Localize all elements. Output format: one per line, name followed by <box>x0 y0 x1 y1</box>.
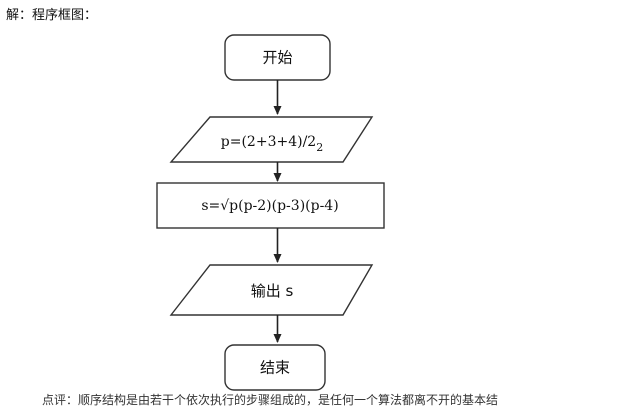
footer-note: 点评：顺序结构是由若干个依次执行的步骤组成的，是任何一个算法都离不开的基本结 <box>42 393 499 407</box>
input-node: p=(2+3+4)/22 <box>169 116 374 163</box>
end-node: 结束 <box>224 344 326 391</box>
header-text: 解：程序框图： <box>6 8 98 23</box>
start-node: 开始 <box>224 34 331 81</box>
footer-text: 点评：顺序结构是由若干个依次执行的步骤组成的，是任何一个算法都离不开的基本结 <box>18 391 638 408</box>
process-node: s=√p(p-2)(p-3)(p-4) <box>156 182 385 229</box>
start-label: 开始 <box>262 49 292 67</box>
end-label: 结束 <box>260 359 290 377</box>
output-label: 输出 s <box>251 282 294 300</box>
output-node: 输出 s <box>169 264 374 316</box>
process-label: s=√p(p-2)(p-3)(p-4) <box>201 198 338 214</box>
input-label: p=(2+3+4)/22 <box>221 134 323 154</box>
